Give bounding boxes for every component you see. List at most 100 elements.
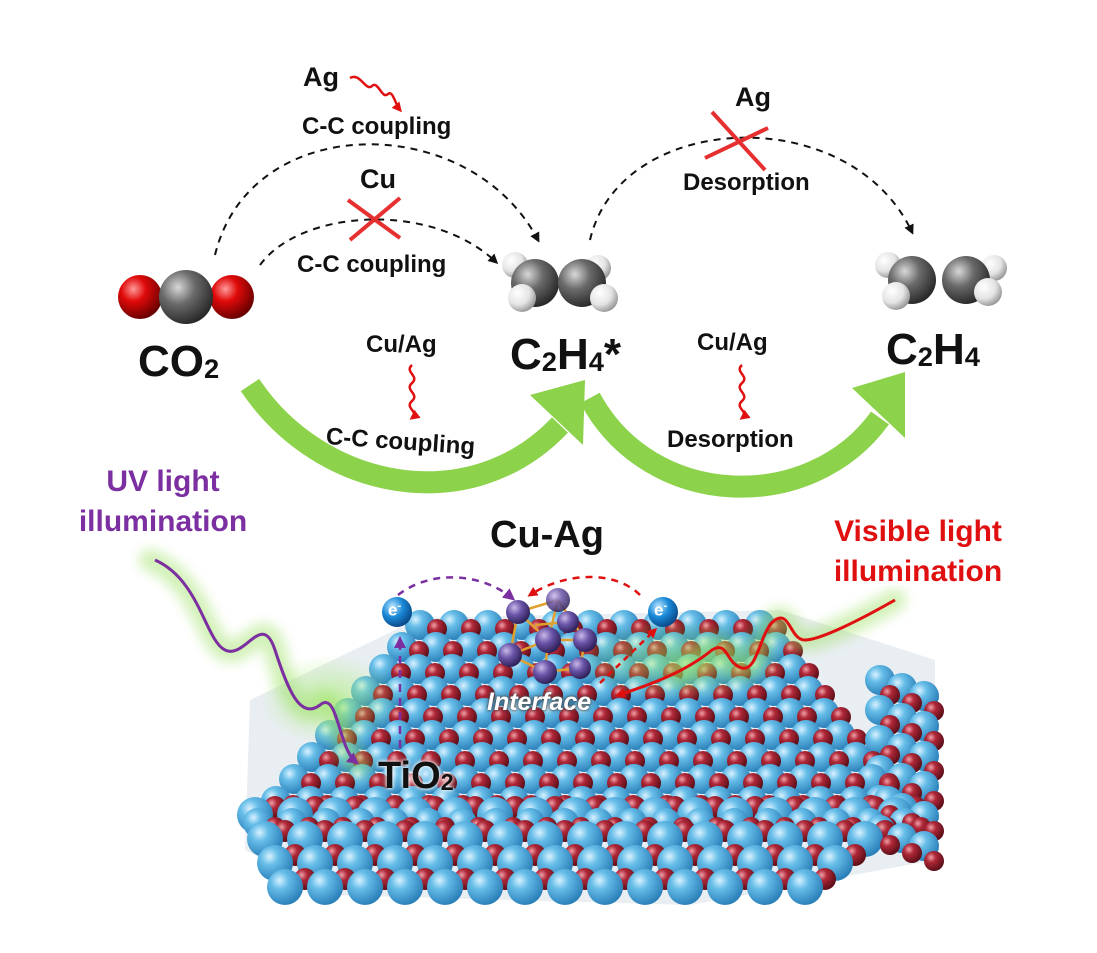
- ti-atom: [487, 676, 517, 706]
- ti-atom: [537, 698, 567, 728]
- electron-symbol: e: [388, 600, 398, 620]
- ti-atom: [687, 764, 717, 794]
- blocked-cross-cu: [346, 196, 402, 242]
- c2h4-c: C: [886, 325, 918, 374]
- ti-atom: [655, 720, 685, 750]
- green-arrowhead-coupling: [530, 380, 585, 445]
- ti-atom: [757, 720, 787, 750]
- ti-atom: [755, 764, 785, 794]
- visible-line1: Visible light: [834, 515, 1002, 548]
- ti-atom: [381, 764, 411, 794]
- electron-transfer-arrow-visible: [527, 575, 641, 597]
- ti-atom: [485, 720, 515, 750]
- ti-atom: [405, 610, 435, 640]
- c2h4ads-c: C: [510, 330, 542, 379]
- green-arrowhead-desorption: [852, 372, 905, 438]
- uv-line1: UV light: [106, 465, 220, 498]
- green-arrow-desorption: [580, 392, 889, 498]
- ti-atom: [553, 720, 583, 750]
- ti-atom: [637, 742, 667, 772]
- dashed-arrow-ag-desorption: [589, 136, 914, 241]
- co2-subscript: 2: [204, 353, 220, 385]
- electron-symbol: e: [654, 600, 664, 620]
- electron-left: [382, 597, 412, 627]
- ti-atom: [471, 654, 501, 684]
- ti-atom: [433, 742, 463, 772]
- visible-line2: illumination: [833, 555, 1003, 588]
- species-c2h4-adsorbed: C2H4*: [510, 333, 621, 377]
- ti-atom: [313, 764, 343, 794]
- cu-ag-cluster: [498, 588, 597, 684]
- ti-atom: [619, 764, 649, 794]
- c2h4ads-sub2: 4: [588, 346, 604, 378]
- species-c2h4: C2H4: [886, 328, 980, 372]
- ti-atom: [453, 676, 483, 706]
- ti-atom: [791, 720, 821, 750]
- ti-atom: [789, 764, 819, 794]
- ti-atom: [585, 764, 615, 794]
- ti-atom: [503, 698, 533, 728]
- electron-charge: -: [663, 600, 668, 612]
- ti-atom: [421, 632, 451, 662]
- ti-atom: [793, 676, 823, 706]
- ti-atom: [439, 610, 469, 640]
- ti-atom: [689, 720, 719, 750]
- electron-right: [648, 597, 678, 627]
- cluster-atom: [569, 657, 591, 679]
- tio2-subscript: 2: [440, 768, 454, 795]
- ti-atom: [667, 869, 703, 905]
- label-uv-illumination: UV light illumination: [68, 462, 258, 542]
- label-visible-illumination: Visible light illumination: [808, 512, 1028, 592]
- ti-atom: [547, 869, 583, 905]
- ti-atom: [279, 764, 309, 794]
- ti-atom: [467, 742, 497, 772]
- cluster-atom: [573, 628, 597, 652]
- ti-atom: [739, 742, 769, 772]
- label-desorption-top: Desorption: [683, 169, 810, 196]
- label-cuag-right: Cu/Ag: [697, 329, 768, 356]
- ti-atom: [437, 654, 467, 684]
- ti-atom: [571, 698, 601, 728]
- ti-atom: [401, 698, 431, 728]
- label-ag-top-right: Ag: [735, 82, 771, 112]
- c2h4-h: H: [932, 325, 965, 374]
- ti-atom: [825, 720, 855, 750]
- o-atom: [902, 843, 922, 863]
- label-interface: Interface: [487, 688, 592, 716]
- electron-charge: -: [397, 600, 402, 612]
- ti-atom: [473, 610, 503, 640]
- cluster-atom: [533, 660, 557, 684]
- uv-wave: [154, 558, 360, 765]
- ti-atom: [639, 698, 669, 728]
- cluster-atom: [546, 588, 570, 612]
- electron-right-label: e-: [654, 601, 667, 619]
- ti-atom: [841, 742, 871, 772]
- ti-atom: [507, 869, 543, 905]
- ti-atom: [741, 698, 771, 728]
- ti-atom: [587, 720, 617, 750]
- ti-atom: [807, 742, 837, 772]
- ti-atom: [399, 742, 429, 772]
- c2h4ads-star: *: [603, 330, 622, 379]
- cluster-atom: [506, 600, 530, 624]
- ti-atom: [417, 720, 447, 750]
- c2h4ads-sub1: 2: [541, 346, 557, 378]
- c2h4-molecule: [875, 252, 1007, 310]
- c2h4ads-h: H: [556, 330, 589, 379]
- squiggle-arrow-ag: [349, 75, 402, 113]
- c2h4-sub2: 4: [964, 341, 980, 373]
- ti-atom: [517, 764, 547, 794]
- ti-atom: [671, 742, 701, 772]
- cluster-atom: [498, 643, 522, 667]
- c2h4-sub1: 2: [917, 341, 933, 373]
- label-cuag-left: Cu/Ag: [366, 331, 437, 358]
- ti-atom: [267, 869, 303, 905]
- ti-atom: [605, 698, 635, 728]
- ti-atom: [747, 869, 783, 905]
- ti-atom: [501, 742, 531, 772]
- label-desorption-bottom: Desorption: [667, 426, 794, 453]
- ti-atom: [347, 869, 383, 905]
- ti-atom: [707, 869, 743, 905]
- visible-wave: [615, 598, 896, 698]
